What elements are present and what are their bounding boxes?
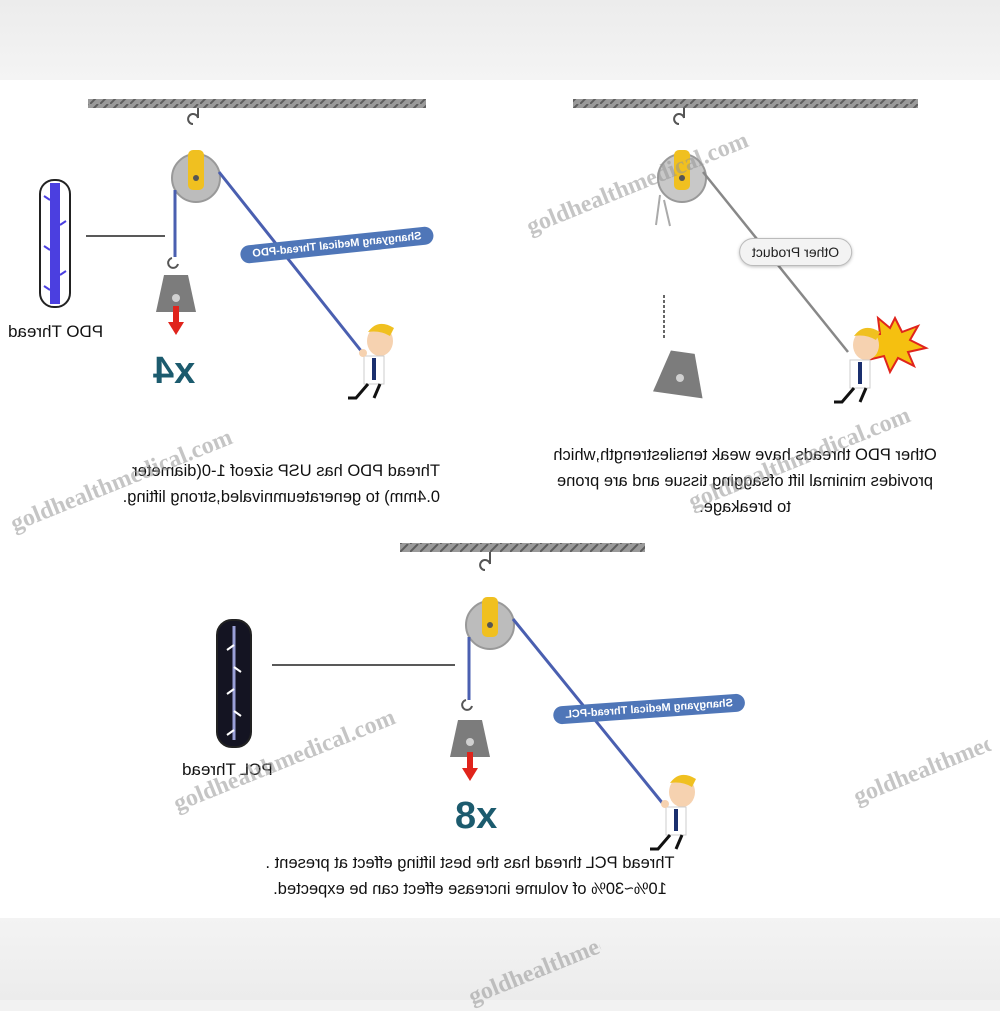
weight-icon	[156, 275, 196, 312]
top-band	[0, 0, 1000, 80]
pcl-caption-line1: Thread PCL thread has the best lifting e…	[265, 854, 675, 872]
bottom-band	[0, 918, 1000, 1000]
down-arrow-icon	[462, 752, 478, 781]
pcl-caption-line2: 10%~30% of volume increase effect can be…	[273, 880, 667, 898]
pcl-caption: Thread PCL thread has the best lifting e…	[200, 850, 740, 902]
hook-icon	[187, 108, 199, 125]
content-panel	[0, 80, 1000, 918]
pulley-icon	[465, 597, 515, 650]
pcl-diagram	[216, 543, 696, 851]
pdo-multiplier: x4	[153, 350, 196, 392]
pcl-multiplier: x8	[455, 795, 498, 837]
ceiling-bar-icon	[573, 99, 918, 108]
other-product-pill: Other Product	[739, 238, 853, 266]
down-arrow-icon	[168, 306, 184, 335]
pdo-diagram	[39, 99, 426, 400]
man-pulling-icon	[650, 774, 696, 851]
broken-thread-end	[655, 194, 671, 227]
thread-diagonal	[217, 171, 364, 353]
hook-icon	[673, 108, 685, 125]
other-caption-line1: Other PDO threads have weak tensilestren…	[553, 446, 937, 464]
thread-closeup-icon	[216, 619, 252, 748]
burst-icon	[861, 315, 929, 375]
pulley-icon	[171, 150, 221, 203]
ceiling-bar-icon	[88, 99, 426, 108]
pulley-icon	[657, 150, 707, 203]
pdo-thread-label: PDO Thread	[8, 322, 104, 341]
weight-icon	[653, 350, 703, 399]
hook-icon	[479, 552, 491, 571]
other-diagram	[573, 99, 929, 404]
ceiling-bar-icon	[400, 543, 645, 552]
other-caption-line3: to breakage.	[699, 498, 791, 516]
man-pulling-icon	[348, 323, 394, 400]
thread-closeup-icon	[39, 179, 71, 308]
man-pulling-icon	[834, 327, 880, 404]
